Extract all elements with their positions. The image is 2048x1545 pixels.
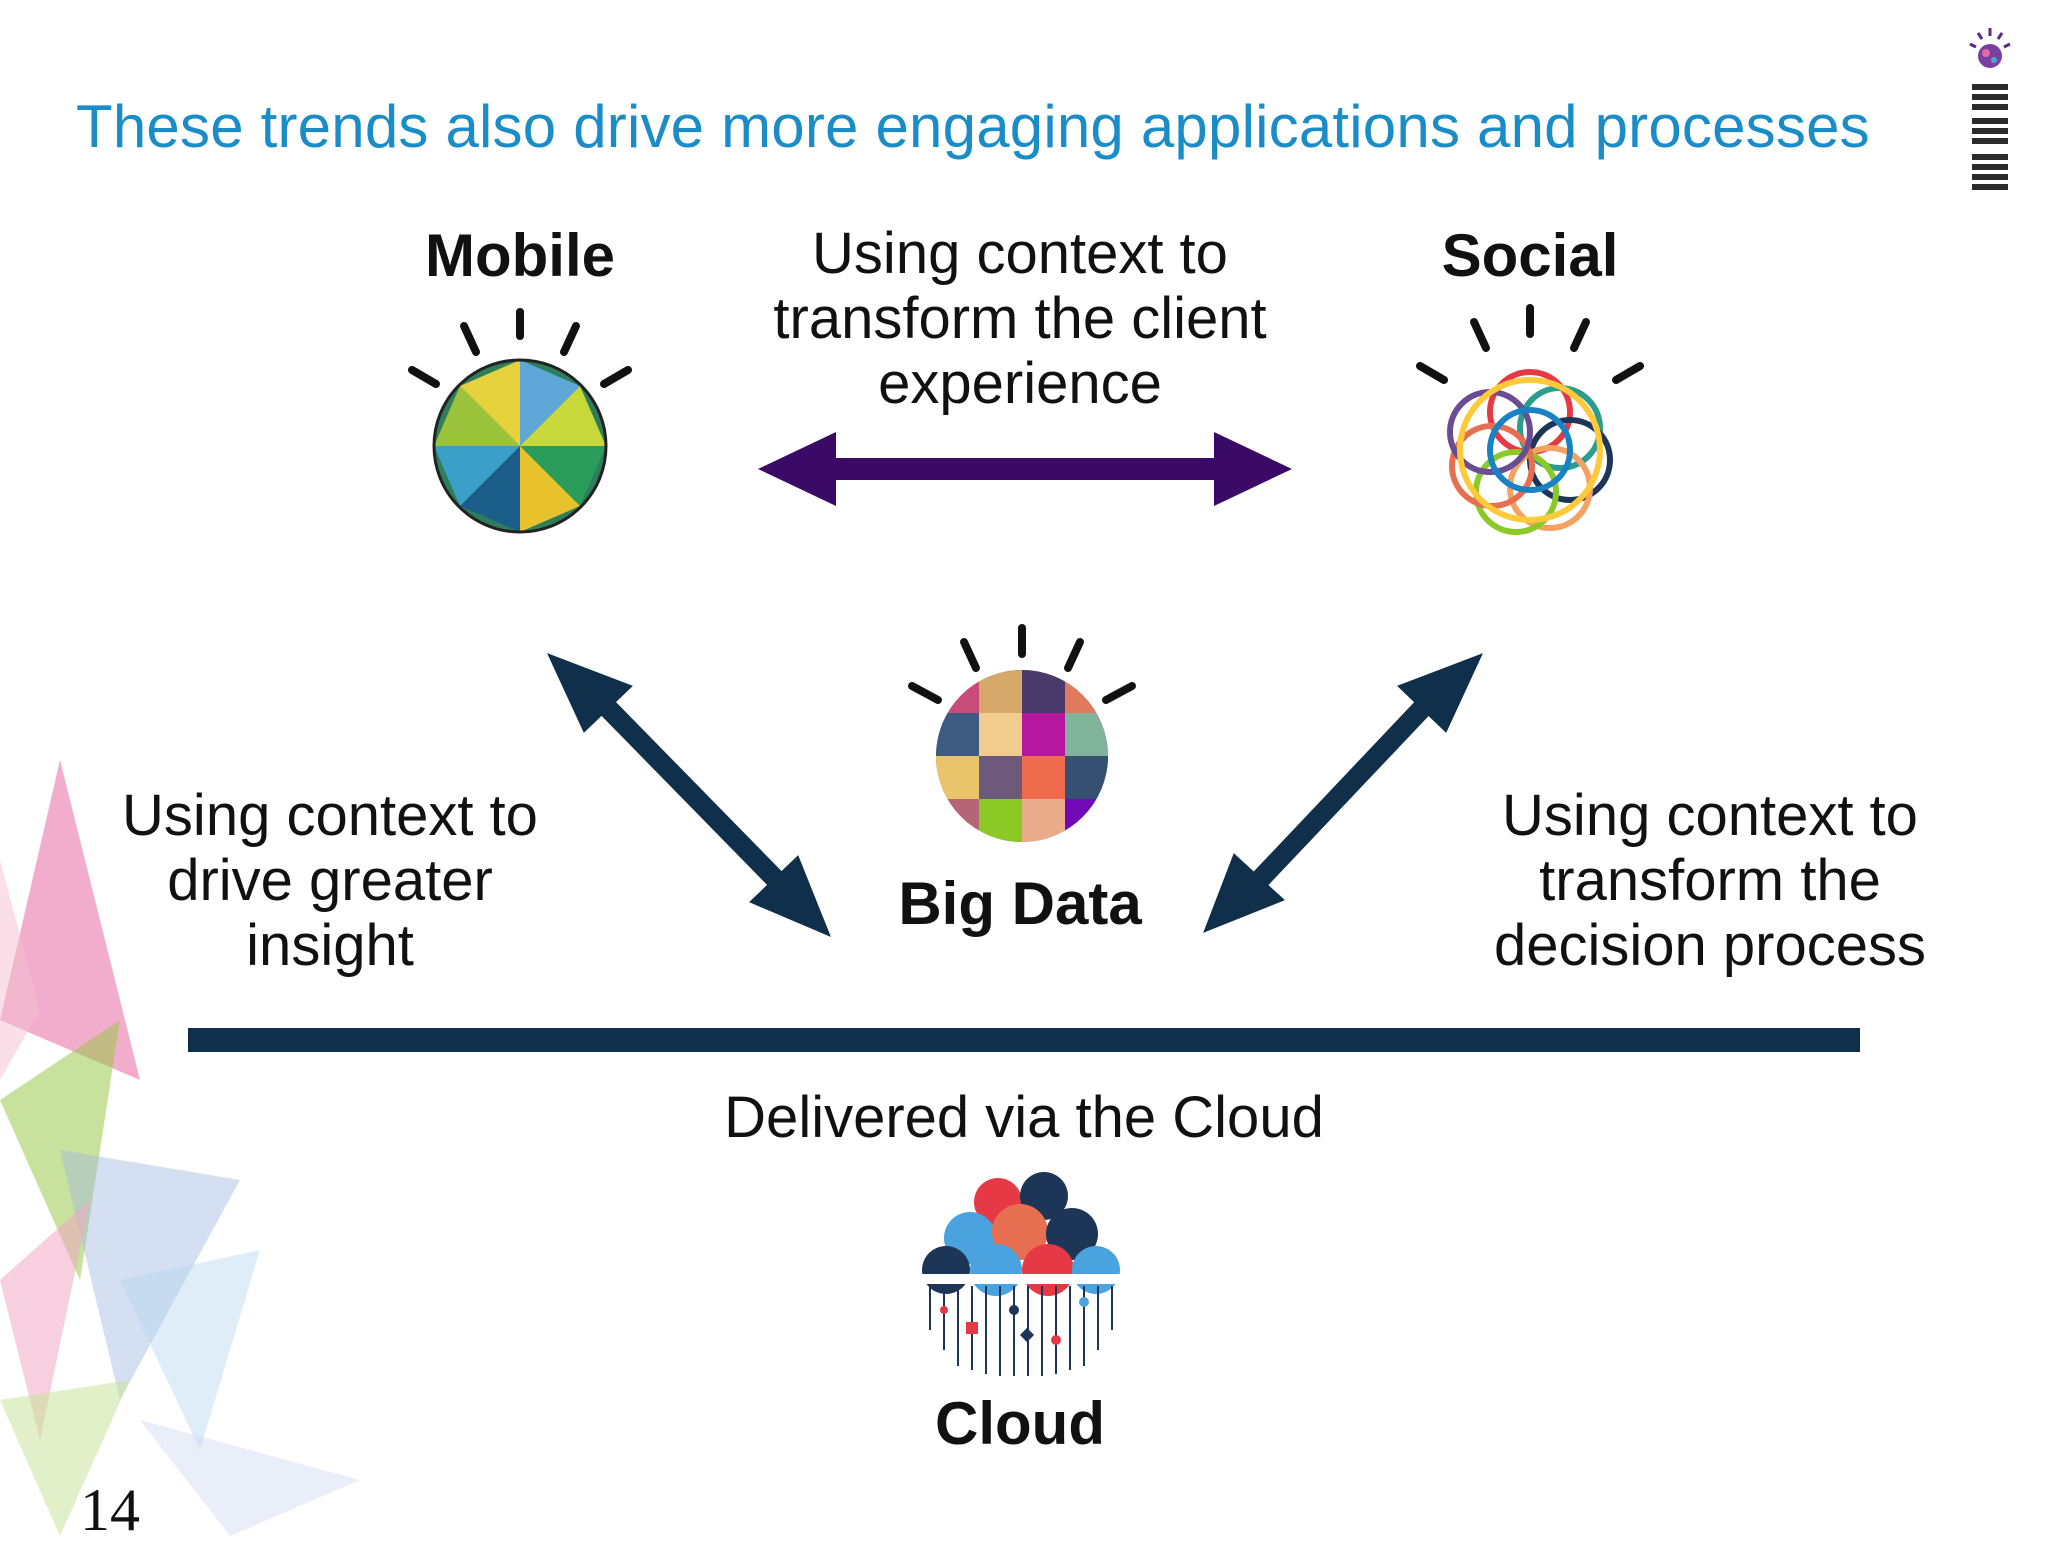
- relation-mobile-bigdata: Using context to drive greater insight: [80, 783, 580, 979]
- social-icon: [1416, 304, 1644, 535]
- arrow-mobile-bigdata: [547, 653, 831, 937]
- relation-line: insight: [246, 912, 414, 978]
- big-data-label: Big Data: [898, 870, 1142, 937]
- relation-line: Using context to: [1502, 783, 1918, 848]
- relation-line: transform the client: [773, 285, 1267, 351]
- relation-social-bigdata: Using context to transform the decision …: [1440, 783, 1980, 979]
- decorative-triangles: [0, 760, 360, 1536]
- social-label: Social: [1441, 222, 1619, 289]
- slide-title: These trends also drive more engaging ap…: [76, 93, 1870, 160]
- cloud-icon: [922, 1172, 1122, 1376]
- relation-line: transform the: [1539, 847, 1881, 913]
- arrow-mobile-social: [758, 432, 1292, 506]
- divider-bar: [188, 1028, 1860, 1052]
- delivery-label: Delivered via the Cloud: [724, 1085, 1324, 1150]
- relation-line: decision process: [1494, 912, 1926, 978]
- relation-mobile-social: Using context to transform the client ex…: [720, 221, 1320, 417]
- relation-line: Using context to: [122, 783, 538, 848]
- arrow-social-bigdata: [1203, 653, 1483, 933]
- page-number: 14: [80, 1477, 140, 1543]
- cloud-label: Cloud: [935, 1390, 1105, 1457]
- big-data-icon: [908, 624, 1136, 842]
- relation-line: drive greater: [167, 847, 493, 913]
- relation-line: Using context to: [812, 221, 1228, 286]
- mobile-label: Mobile: [425, 222, 615, 289]
- ibm-logo: [1969, 28, 2011, 190]
- mobile-icon: [408, 308, 632, 534]
- relation-line: experience: [878, 350, 1162, 416]
